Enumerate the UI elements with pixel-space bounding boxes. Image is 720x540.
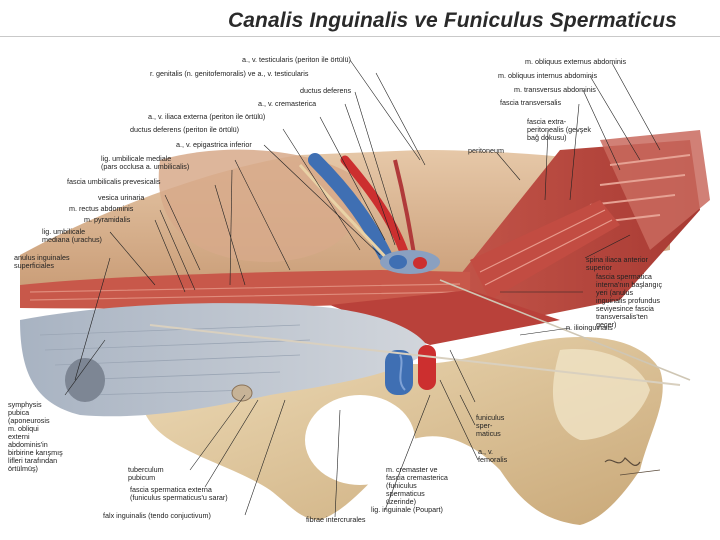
obturator-foramen bbox=[305, 395, 415, 485]
label-fascia-spermatica-interna: fascia spermatica interna'nın başlangıç … bbox=[596, 272, 663, 329]
cremaster-muscle bbox=[470, 200, 620, 300]
label-symphysis: symphysis pubica (aponeurosis m. obliqui… bbox=[8, 400, 63, 473]
label-a-v-cremasterica: a., v. cremasterica bbox=[258, 99, 317, 108]
rectus-abdominis bbox=[20, 270, 470, 309]
label-a-v-testicularis: a., v. testicularis (periton ile örtülü) bbox=[242, 55, 351, 64]
label-a-v-femoralis: a., v. femoralis bbox=[478, 447, 508, 464]
internal-oblique bbox=[330, 290, 560, 345]
artist-signature bbox=[604, 457, 661, 476]
label-m-transversus: m. transversus abdominis bbox=[514, 85, 596, 94]
label-ductus-deferens: ductus deferens bbox=[300, 86, 352, 95]
femoral-artery bbox=[418, 345, 436, 390]
label-m-obliquus-externus: m. obliquus externus abdominis bbox=[525, 57, 627, 66]
label-fascia-transversalis: fascia transversalis bbox=[500, 98, 562, 107]
label-m-cremaster: m. cremaster ve fascia cremasterica (fun… bbox=[386, 465, 448, 506]
label-ductus-deferens-periton: ductus deferens (periton ile örtülü) bbox=[130, 125, 240, 134]
iliac-vein bbox=[308, 153, 392, 262]
label-a-v-epigastrica: a., v. epigastrica inferior bbox=[176, 140, 252, 149]
label-n-ilioinguinalis: n. ilioinguinalis bbox=[566, 323, 613, 332]
label-funiculus-spermaticus: funiculus sper- maticus bbox=[476, 413, 505, 438]
label-tuberculum-pubicum: tuberculum pubicum bbox=[128, 465, 164, 482]
label-fascia-extraperitonealis: fascia extra- peritonealis (gevşek bağ d… bbox=[527, 117, 591, 142]
label-m-rectus: m. rectus abdominis bbox=[69, 204, 134, 213]
label-m-obliquus-internus: m. obliquus internus abdominis bbox=[498, 71, 598, 80]
label-m-pyramidalis: m. pyramidalis bbox=[84, 215, 131, 224]
slide-title: Canalis Inguinalis ve Funiculus Spermati… bbox=[228, 9, 677, 32]
leader-lines bbox=[64, 59, 661, 518]
label-fascia-spermatica-externa: fascia spermatica externa (funiculus spe… bbox=[130, 485, 228, 502]
label-vesica-urinaria: vesica urinaria bbox=[98, 193, 145, 202]
label-lig-umbilicale-mediana: lig. umbilicale mediana (urachus) bbox=[42, 227, 102, 244]
external-oblique-aponeurosis bbox=[20, 303, 430, 417]
obliquus-externus-layer bbox=[600, 130, 710, 250]
ductus-deferens bbox=[298, 164, 392, 264]
label-lig-inguinale: lig. inguinale (Poupart) bbox=[371, 505, 443, 514]
label-fascia-umbilicalis: fascia umbilicalis prevesicalis bbox=[67, 177, 161, 186]
title-underline bbox=[0, 36, 720, 37]
label-falx-inguinalis: falx inguinalis (tendo conjuctivum) bbox=[103, 511, 211, 520]
femoral-vein bbox=[385, 350, 413, 395]
label-r-genitalis: r. genitalis (n. genitofemoralis) ve a.,… bbox=[150, 69, 309, 78]
label-a-v-iliaca-externa: a., v. iliaca externa (periton ile örtül… bbox=[148, 112, 266, 121]
ilioinguinal-nerve bbox=[149, 324, 681, 386]
superficial-inguinal-ring bbox=[65, 358, 105, 402]
label-fibrae-intercrurales: fibrae intercrurales bbox=[306, 515, 366, 524]
label-spina-iliaca: spina iliaca anterior superior bbox=[586, 255, 648, 272]
label-peritoneum: peritoneum bbox=[468, 146, 504, 155]
label-anulus-inguinalis: anulus inguinales superficiales bbox=[14, 253, 70, 270]
label-lig-umbilicale-mediale: lig. umbilicale mediale (pars occlusa a.… bbox=[101, 154, 190, 171]
